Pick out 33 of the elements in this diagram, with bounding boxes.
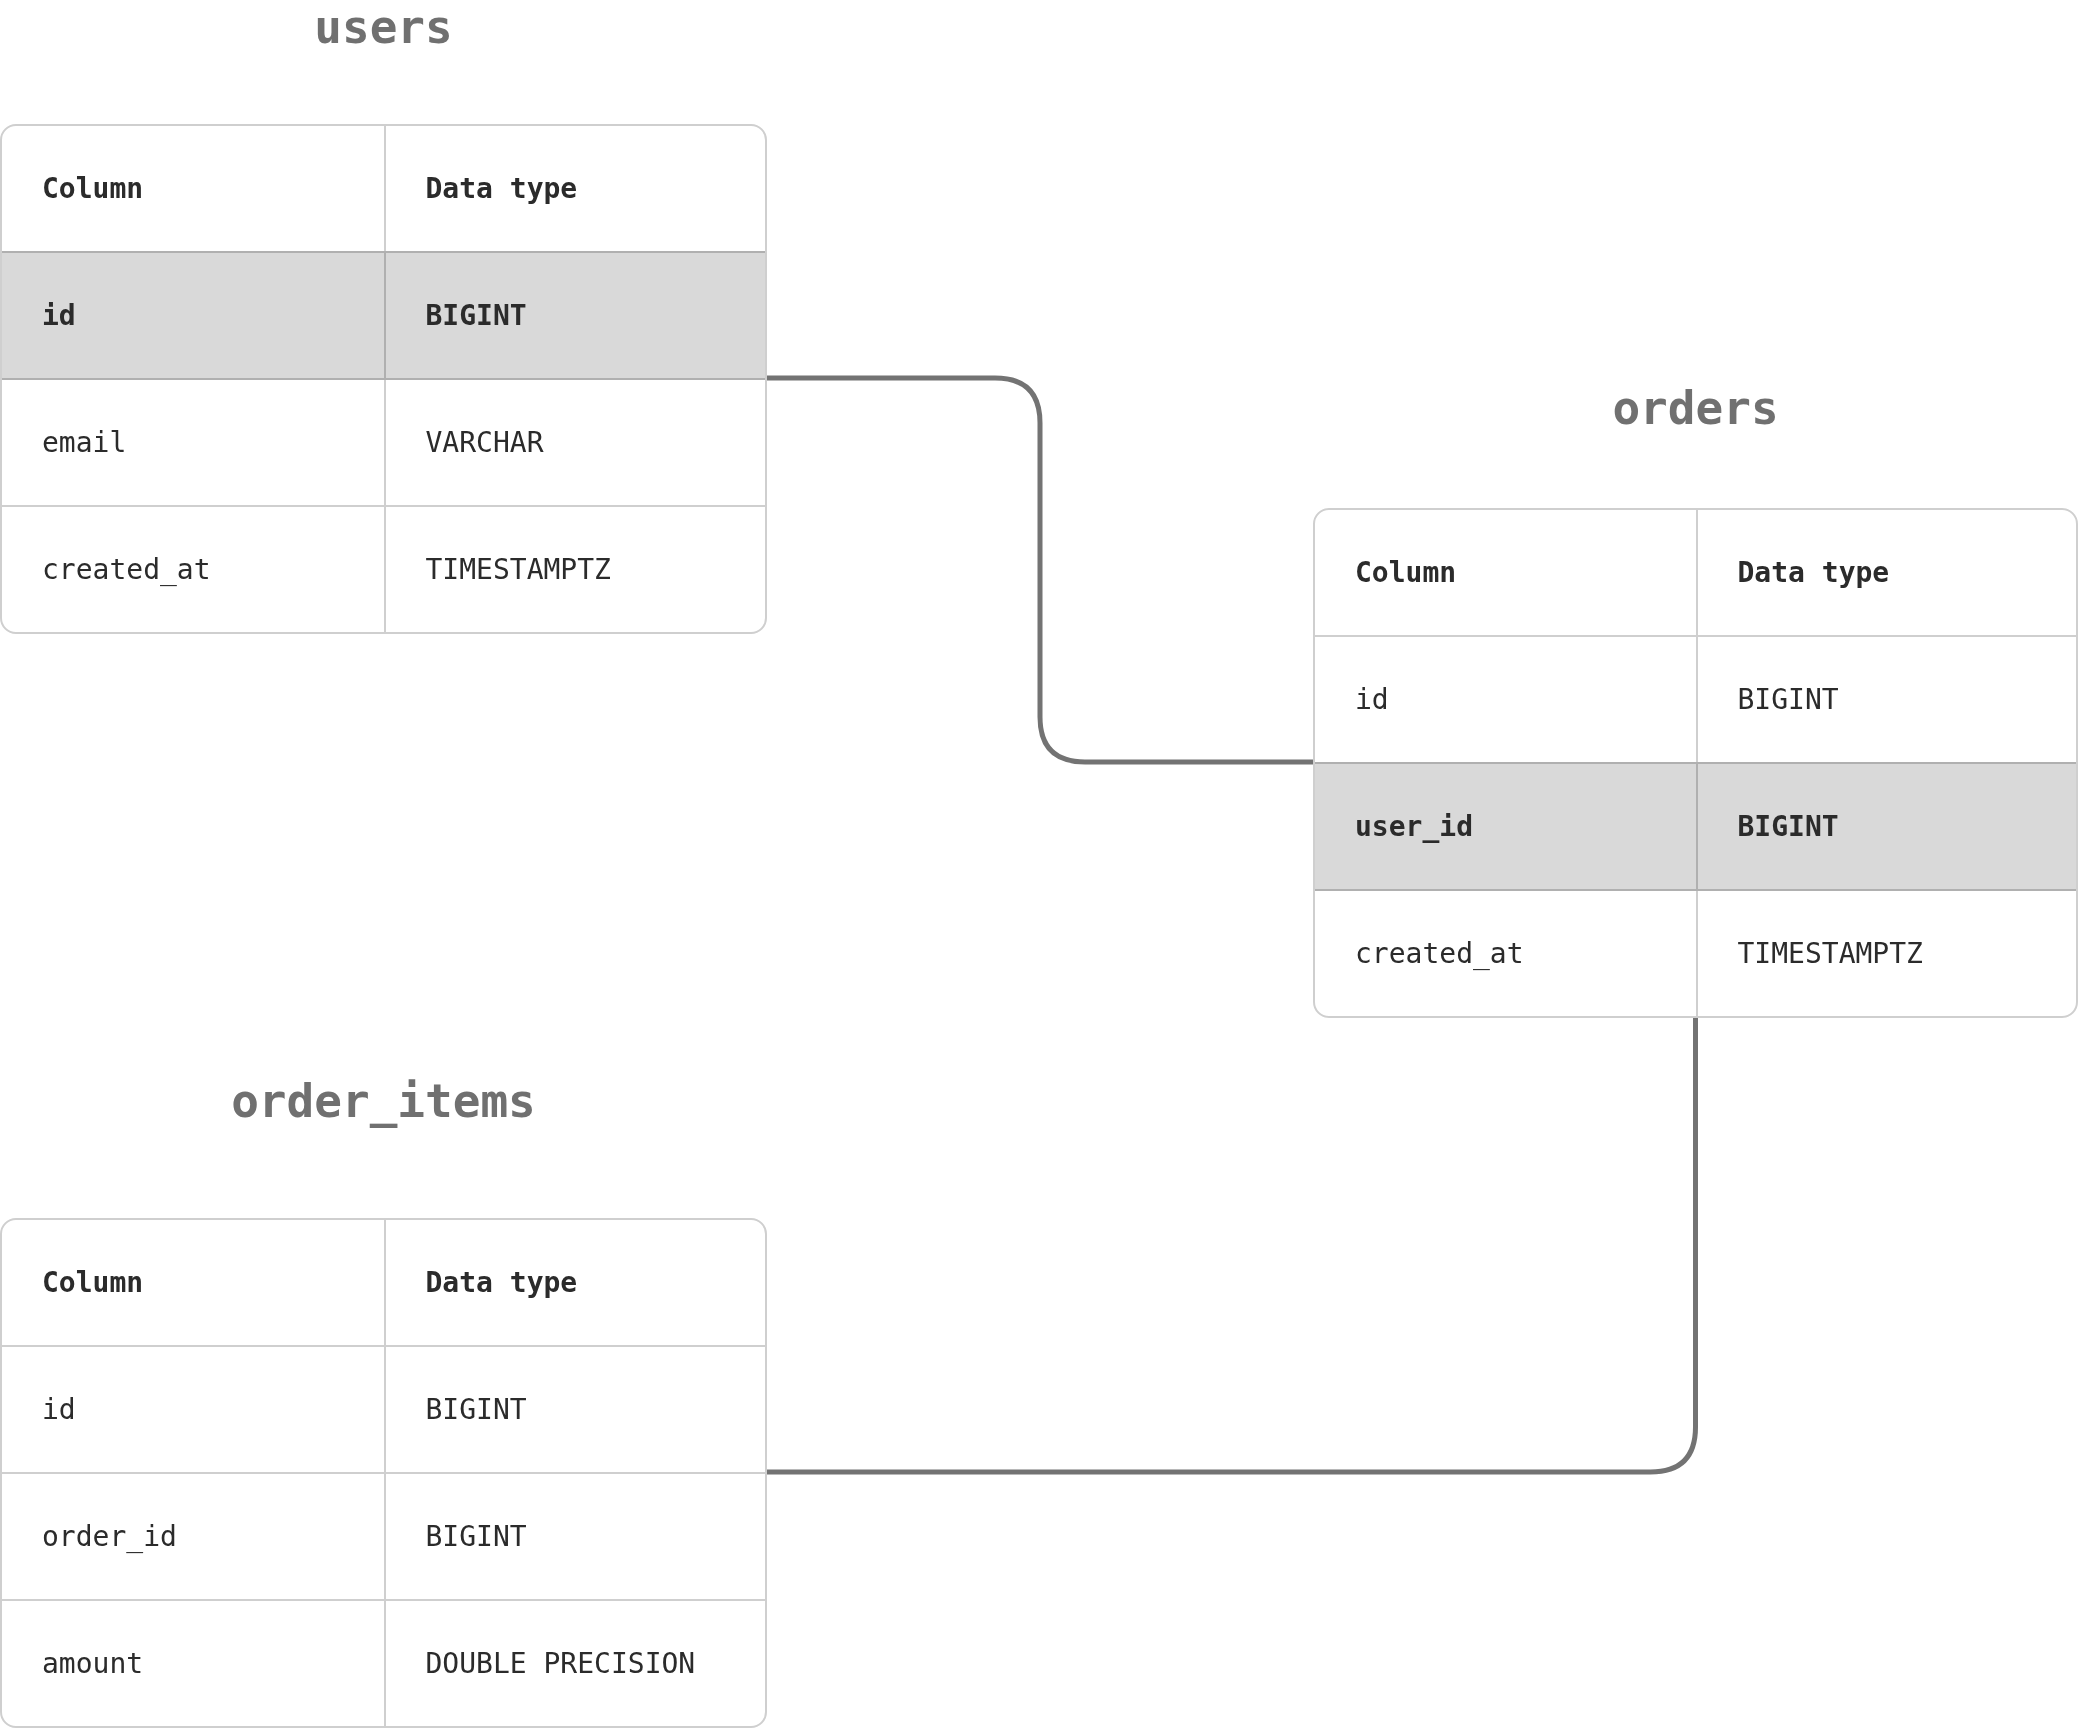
table-title: users: [313, 0, 454, 56]
table-cell: TIMESTAMPTZ: [383, 507, 765, 632]
table-cell: BIGINT: [383, 253, 765, 378]
table-cell: BIGINT: [1695, 764, 2076, 889]
table-cell: BIGINT: [383, 1347, 765, 1472]
table-row: [1315, 889, 2076, 1016]
table-cell: BIGINT: [383, 1474, 765, 1599]
table-cell: TIMESTAMPTZ: [1695, 891, 2076, 1016]
table-cell-text: created_at: [1354, 936, 1525, 972]
column-header: Data type: [1695, 510, 2076, 635]
table-cell-text: id: [1354, 682, 1390, 718]
table-row: [2, 378, 765, 505]
table-row: [2, 1599, 765, 1726]
key-row: [2, 251, 765, 378]
table-row: [2, 1472, 765, 1599]
table-cell-text: id: [41, 298, 77, 334]
table-cell: VARCHAR: [383, 380, 765, 505]
table-cell-text: order_id: [41, 1519, 178, 1555]
column-header: Data type: [383, 1220, 765, 1345]
table-cell-text: created_at: [41, 552, 212, 588]
table-cell-text: user_id: [1354, 809, 1474, 845]
table-cell-text: id: [41, 1392, 77, 1428]
column-header: Column: [41, 171, 145, 207]
table-cell-text: email: [41, 425, 128, 461]
column-header: Column: [1354, 555, 1458, 591]
key-row: [1315, 762, 2076, 889]
table-row: [2, 1345, 765, 1472]
table-row: [2, 505, 765, 632]
table-cell-text: amount: [41, 1646, 145, 1682]
table-title: orders: [1611, 381, 1780, 437]
table-cell: DOUBLE PRECISION: [383, 1601, 765, 1726]
table-title: order_items: [230, 1074, 537, 1130]
column-header: Column: [41, 1265, 145, 1301]
